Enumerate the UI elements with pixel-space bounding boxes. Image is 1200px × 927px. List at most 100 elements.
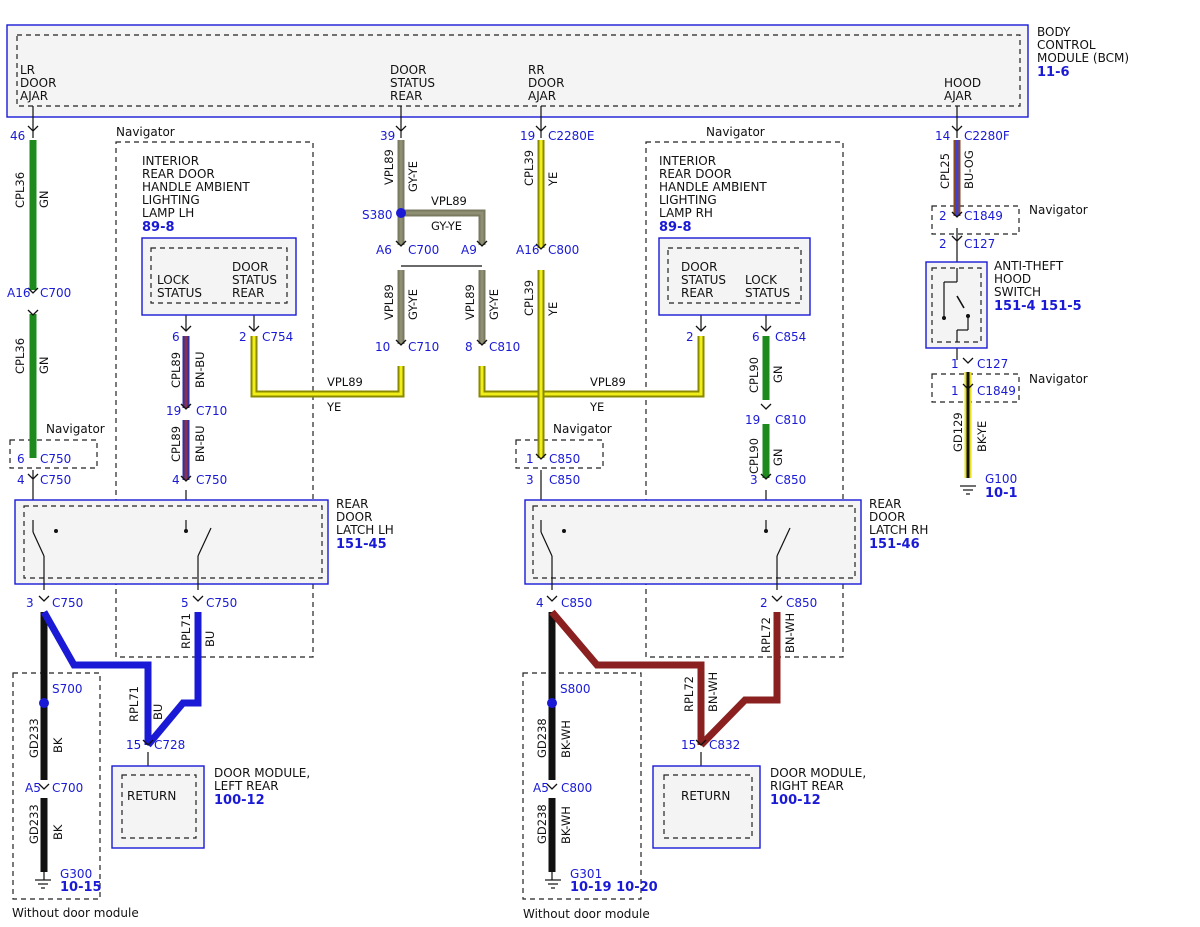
conn-2-754-pin[interactable]: 2 — [239, 330, 247, 344]
s700-label: S700 — [52, 682, 83, 696]
conn-10-710-pin[interactable]: 10 — [375, 340, 390, 354]
door-module-left-rear[interactable]: RETURN DOOR MODULE, LEFT REAR 100-12 — [111, 765, 310, 849]
conn-a5-800-pin[interactable]: A5 — [533, 781, 549, 795]
conn-3-850b-pin[interactable]: 3 — [750, 473, 758, 487]
conn-2280e-pin[interactable]: 19 — [520, 129, 535, 143]
conn-a16-800-name[interactable]: C800 — [548, 243, 579, 257]
conn-5-750-name[interactable]: C750 — [206, 596, 237, 610]
wire-rpl71-lh[interactable] — [40, 610, 152, 745]
latch-lh-ref[interactable]: 151-45 — [336, 537, 387, 552]
conn-a16-700-pin[interactable]: A16 — [7, 286, 30, 300]
conn-19-810-pin[interactable]: 19 — [745, 413, 760, 427]
conn-1-127-name[interactable]: C127 — [977, 357, 1008, 371]
conn-10-710-name[interactable]: C710 — [408, 340, 439, 354]
conn-2-lamprh-pin[interactable]: 2 — [686, 330, 694, 344]
wire-vpl89-h[interactable] — [401, 209, 486, 245]
conn-15-832-pin[interactable]: 15 — [681, 738, 696, 752]
conn-1-1849-pin[interactable]: 1 — [951, 384, 959, 398]
latch-rh-ref[interactable]: 151-46 — [869, 537, 920, 552]
conn-15-832-name[interactable]: C832 — [709, 738, 740, 752]
conn-a16-700-name[interactable]: C700 — [40, 286, 71, 300]
conn-a6-700-pin[interactable]: A6 — [376, 243, 392, 257]
conn-19-810-name[interactable]: C810 — [775, 413, 806, 427]
conn-2-1849-pin[interactable]: 2 — [939, 209, 947, 223]
splice-s380[interactable]: S380 — [362, 208, 406, 222]
bcm-ref[interactable]: 11-6 — [1037, 65, 1070, 80]
wl-cpl90-a: CPL90 — [747, 357, 761, 393]
door-module-lh-ref[interactable]: 100-12 — [214, 793, 265, 808]
navigator-label-lh: Navigator — [116, 125, 175, 139]
conn-15-728-pin[interactable]: 15 — [126, 738, 141, 752]
conn-6-lamp-pin[interactable]: 6 — [172, 330, 180, 344]
connector-chevron-5 — [27, 309, 39, 316]
conn-2-850-pin[interactable]: 2 — [760, 596, 768, 610]
conn-2-127-name[interactable]: C127 — [964, 237, 995, 251]
conn-2280f-name[interactable]: C2280F — [964, 129, 1010, 143]
conn-a5-800-name[interactable]: C800 — [561, 781, 592, 795]
anti-theft-hood-switch[interactable]: ANTI-THEFT HOOD SWITCH 151-4 151-5 — [925, 259, 1082, 349]
splice-s800[interactable]: S800 — [547, 682, 591, 708]
conn-a5-700-pin[interactable]: A5 — [25, 781, 41, 795]
conn-6-750-name[interactable]: C750 — [40, 452, 71, 466]
conn-39-pin[interactable]: 39 — [380, 129, 395, 143]
conn-4-850-name[interactable]: C850 — [561, 596, 592, 610]
interior-lamp-rh[interactable]: INTERIOR REAR DOOR HANDLE AMBIENT LIGHTI… — [658, 154, 811, 316]
conn-a16-800-pin[interactable]: A16 — [516, 243, 539, 257]
interior-lamp-lh[interactable]: INTERIOR REAR DOOR HANDLE AMBIENT LIGHTI… — [141, 154, 297, 316]
conn-19-710-pin[interactable]: 19 — [166, 404, 181, 418]
conn-1-1849-name[interactable]: C1849 — [977, 384, 1016, 398]
conn-3-850b-name[interactable]: C850 — [775, 473, 806, 487]
connector-chevron-8 — [248, 325, 260, 332]
conn-5-750-pin[interactable]: 5 — [181, 596, 189, 610]
rear-door-latch-rh[interactable]: REAR DOOR LATCH RH 151-46 — [524, 497, 928, 585]
conn-46-pin[interactable]: 46 — [10, 129, 25, 143]
conn-4-750a-pin[interactable]: 4 — [17, 473, 25, 487]
conn-4-750a-name[interactable]: C750 — [40, 473, 71, 487]
wire-vpl89-rh[interactable] — [478, 336, 705, 398]
conn-2-754-name[interactable]: C754 — [262, 330, 293, 344]
wire-rpl72-rh[interactable] — [549, 609, 705, 745]
wire-rpl71-a[interactable] — [145, 612, 202, 748]
conn-19-710-name[interactable]: C710 — [196, 404, 227, 418]
conn-3-750-name[interactable]: C750 — [52, 596, 83, 610]
connector-chevron-7 — [180, 325, 192, 332]
wire-vpl89-lh[interactable] — [250, 336, 405, 398]
splice-s700[interactable]: S700 — [39, 682, 83, 708]
hood-switch-ref[interactable]: 151-4 151-5 — [994, 299, 1082, 314]
lamp-lh-ref[interactable]: 89-8 — [142, 220, 175, 235]
conn-6-854-name[interactable]: C854 — [775, 330, 806, 344]
conn-4-750b-pin[interactable]: 4 — [172, 473, 180, 487]
conn-8-810-name[interactable]: C810 — [489, 340, 520, 354]
bcm-title-3: MODULE (BCM) — [1037, 51, 1129, 65]
conn-6-854-pin[interactable]: 6 — [752, 330, 760, 344]
door-module-right-rear[interactable]: RETURN DOOR MODULE, RIGHT REAR 100-12 — [652, 765, 866, 849]
conn-2-1849-name[interactable]: C1849 — [964, 209, 1003, 223]
conn-15-728-name[interactable]: C728 — [154, 738, 185, 752]
conn-2280e-name[interactable]: C2280E — [548, 129, 595, 143]
conn-2-127-pin[interactable]: 2 — [939, 237, 947, 251]
conn-a5-700-name[interactable]: C700 — [52, 781, 83, 795]
conn-2-850-name[interactable]: C850 — [786, 596, 817, 610]
conn-a6-700-name[interactable]: C700 — [408, 243, 439, 257]
door-module-rh-ref[interactable]: 100-12 — [770, 793, 821, 808]
g301-ref[interactable]: 10-19 10-20 — [570, 880, 658, 895]
conn-4-750b-name[interactable]: C750 — [196, 473, 227, 487]
conn-1-850-pin[interactable]: 1 — [526, 452, 534, 466]
conn-3-850a-pin[interactable]: 3 — [526, 473, 534, 487]
conn-a9-pin[interactable]: A9 — [461, 243, 477, 257]
conn-3-750-pin[interactable]: 3 — [26, 596, 34, 610]
door-module-lh-title-1: DOOR MODULE, — [214, 766, 310, 780]
bcm-module[interactable]: BODY CONTROL MODULE (BCM) 11-6 LR DOOR A… — [6, 24, 1129, 118]
g100-ref[interactable]: 10-1 — [985, 486, 1018, 501]
wire-rpl72-a[interactable] — [698, 612, 781, 748]
lamp-rh-ref[interactable]: 89-8 — [659, 220, 692, 235]
conn-1-850-name[interactable]: C850 — [549, 452, 580, 466]
conn-3-850a-name[interactable]: C850 — [549, 473, 580, 487]
g300-ref[interactable]: 10-15 — [60, 880, 102, 895]
conn-4-850-pin[interactable]: 4 — [536, 596, 544, 610]
rear-door-latch-lh[interactable]: REAR DOOR LATCH LH 151-45 — [14, 497, 394, 585]
conn-1-127-pin[interactable]: 1 — [951, 357, 959, 371]
conn-8-810-pin[interactable]: 8 — [465, 340, 473, 354]
conn-2280f-pin[interactable]: 14 — [935, 129, 950, 143]
conn-6-750-pin[interactable]: 6 — [17, 452, 25, 466]
